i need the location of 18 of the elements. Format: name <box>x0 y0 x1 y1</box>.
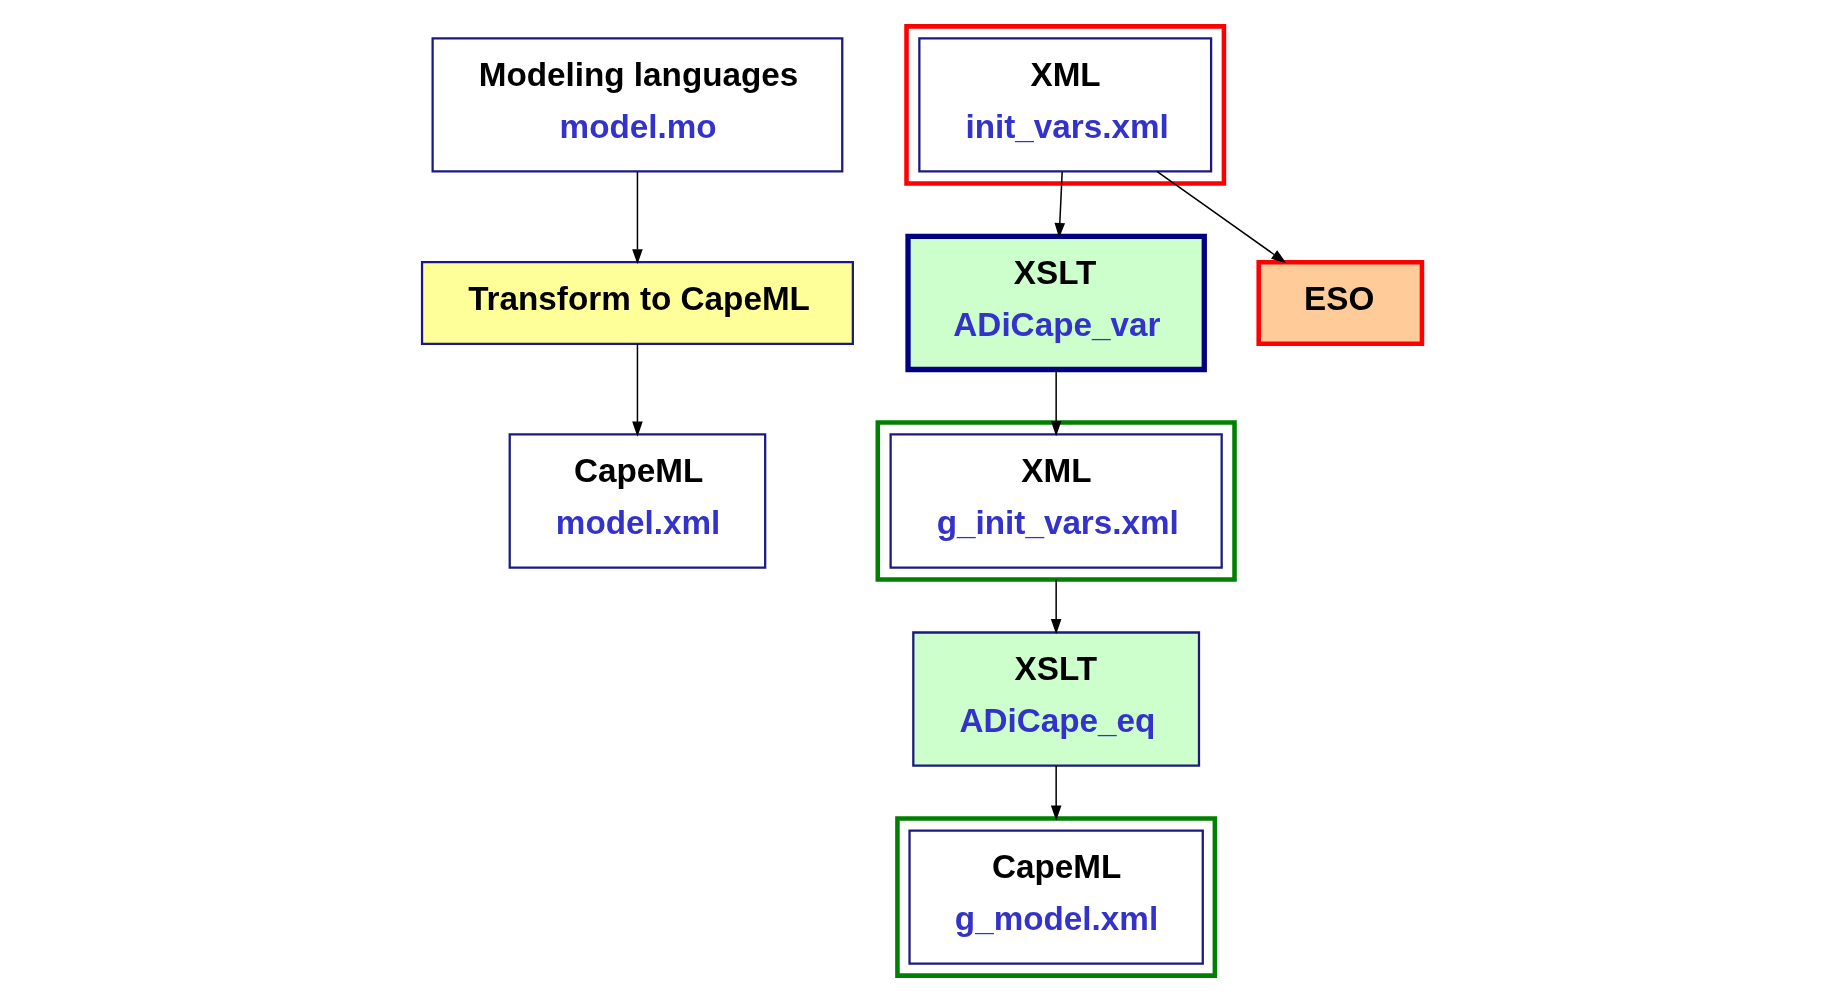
arrow <box>1050 578 1062 635</box>
node-box: ESO <box>1256 259 1425 347</box>
arrow <box>1050 765 1062 821</box>
arrow <box>1054 171 1066 239</box>
node-box: XSLT ADiCape_eq <box>912 631 1201 767</box>
arrow <box>632 343 643 437</box>
node-box: XML init_vars.xml <box>918 37 1213 173</box>
arrow <box>1156 170 1287 264</box>
node-box: CapeML g_model.xml <box>908 829 1204 965</box>
cluster <box>904 24 1227 186</box>
arrow <box>632 171 643 265</box>
node-box: XSLT ADiCape_var <box>905 233 1207 373</box>
node-box: Modeling languages model.mo <box>431 37 844 173</box>
node-box: XML g_init_vars.xml <box>889 433 1223 569</box>
node-box: Transform to CapeML <box>420 261 854 345</box>
node-box: CapeML model.xml <box>508 433 767 569</box>
cluster <box>895 816 1218 978</box>
arrow <box>1050 369 1062 437</box>
